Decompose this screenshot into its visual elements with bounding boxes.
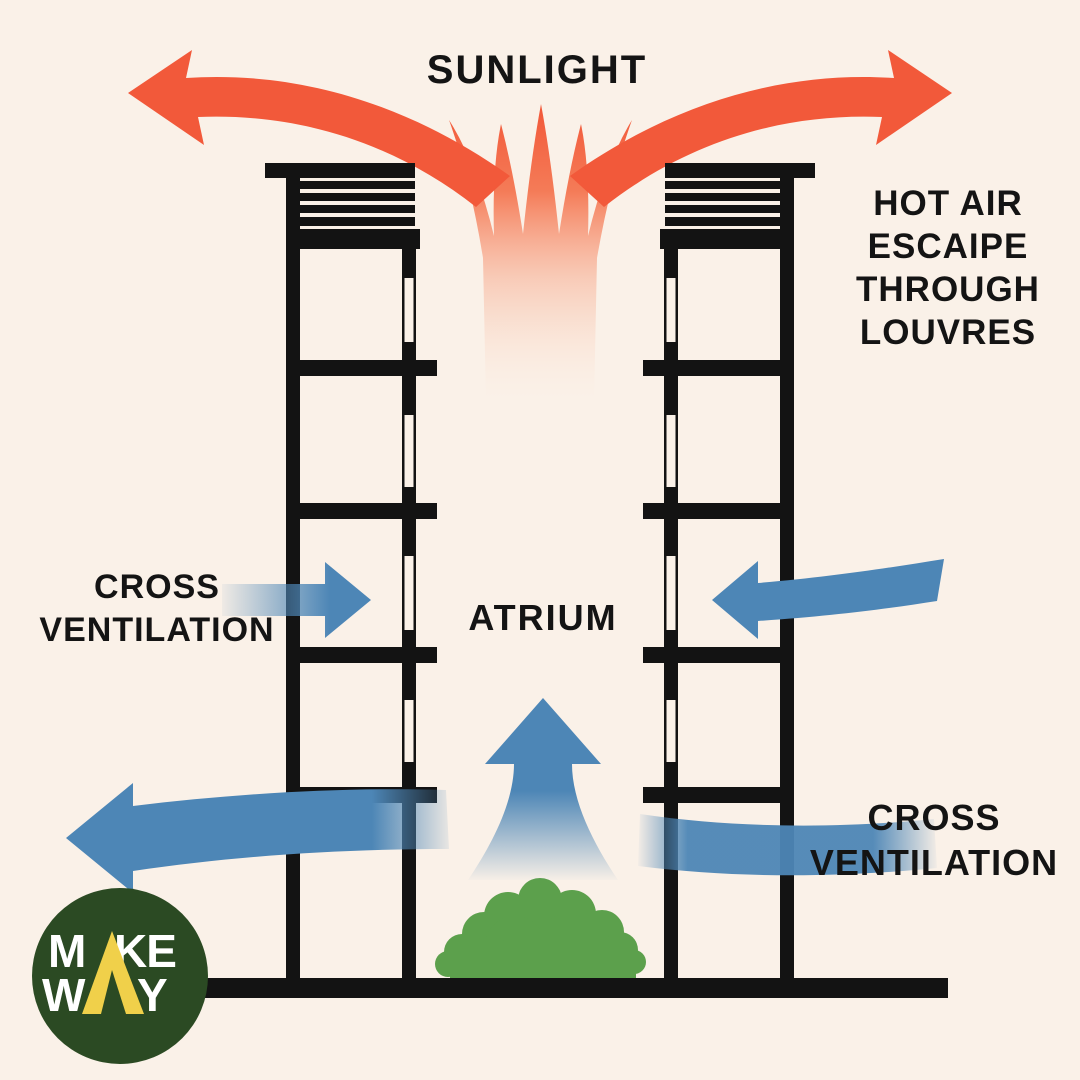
hot-air-plume-icon xyxy=(449,104,632,402)
hot-air-escape-line-2: ESCAIPE xyxy=(867,227,1029,266)
hot-air-escape-line-3: THROUGH xyxy=(856,270,1040,309)
tree-canopy-icon xyxy=(435,878,646,980)
ground-line xyxy=(180,978,948,998)
cross-ventilation-arrow-right-in-icon xyxy=(712,559,944,639)
logo-text-w: W xyxy=(42,969,86,1021)
logo-road-notch xyxy=(101,970,126,1014)
hot-air-escape-line-4: LOUVRES xyxy=(859,313,1037,352)
left-tower xyxy=(265,163,437,998)
cross-ventilation-right-line-1: CROSS xyxy=(867,797,1001,838)
cross-ventilation-left-line-2: VENTILATION xyxy=(39,611,275,649)
cross-ventilation-arrow-left-in-icon xyxy=(222,562,371,638)
logo-text-m: M xyxy=(48,925,85,977)
cross-ventilation-right-line-2: VENTILATION xyxy=(809,842,1059,883)
hot-air-escape-label: HOT AIR ESCAIPE THROUGH LOUVRES xyxy=(856,182,1040,354)
cross-ventilation-band-bottom-right-icon xyxy=(638,814,937,876)
hot-air-escape-line-1: HOT AIR xyxy=(873,184,1023,223)
cross-ventilation-left-line-1: CROSS xyxy=(94,568,220,606)
atrium-label: ATRIUM xyxy=(468,597,618,638)
cross-ventilation-right-label: CROSS VENTILATION xyxy=(810,795,1058,885)
sunlight-label: SUNLIGHT xyxy=(426,48,648,92)
cross-ventilation-left-label: CROSS VENTILATION xyxy=(39,566,274,652)
make-way-logo: M KE W Y xyxy=(32,888,208,1064)
updraft-arrow-icon xyxy=(468,698,618,880)
logo-road-icon xyxy=(82,931,144,1014)
cross-ventilation-arrow-bottom-left-icon xyxy=(66,783,449,893)
